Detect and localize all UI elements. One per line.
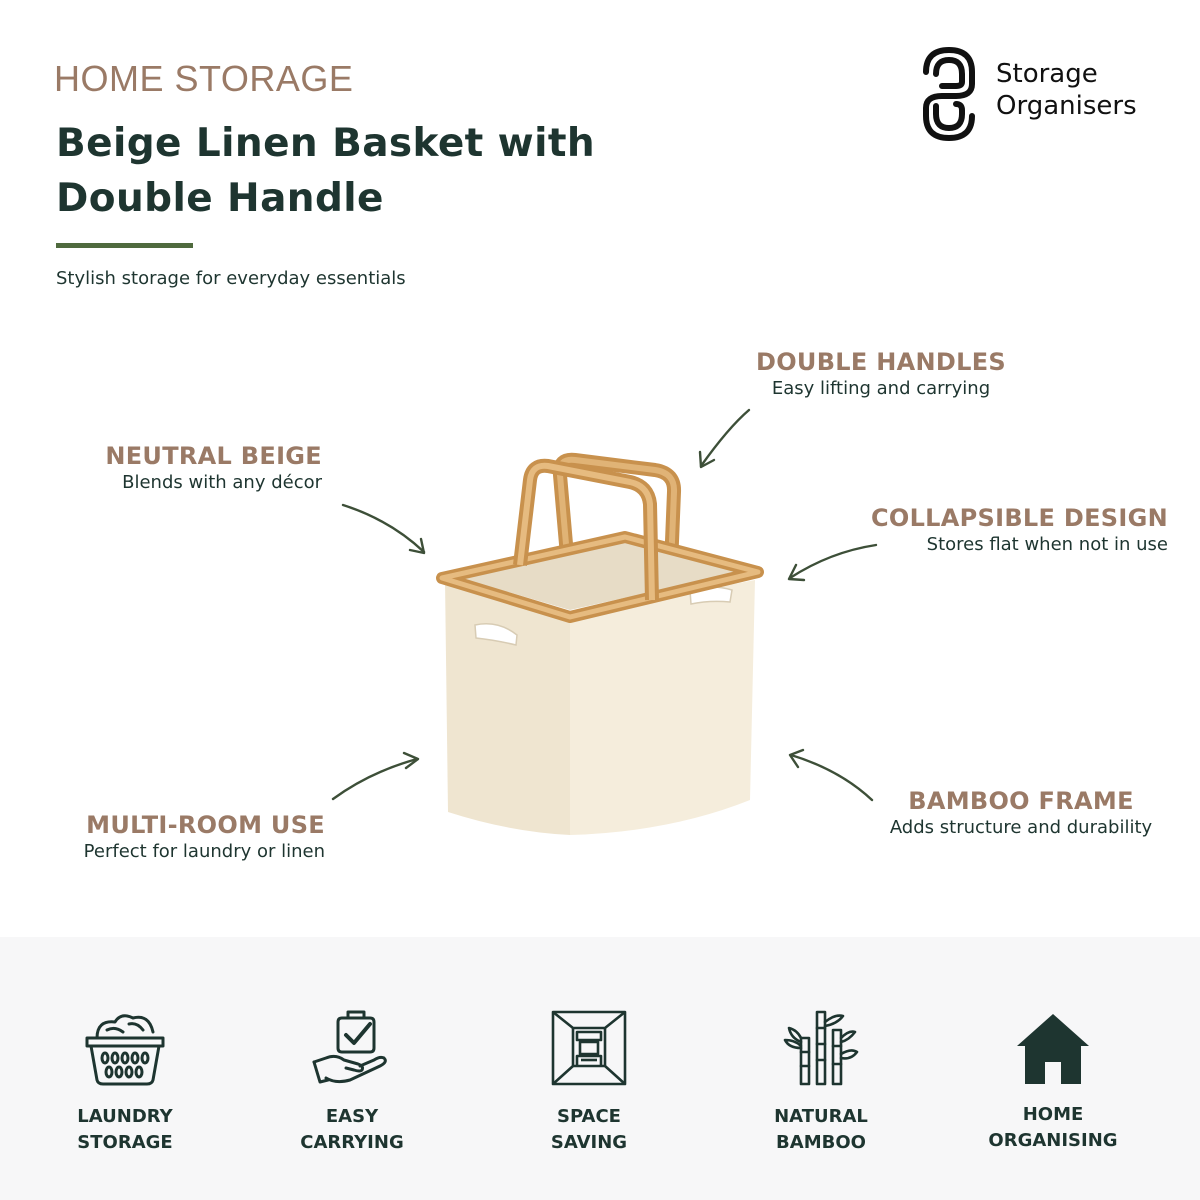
feature-title: DOUBLE HANDLES <box>756 348 1006 376</box>
benefit-label: HOME ORGANISING <box>988 1104 1118 1151</box>
benefit-label: NATURAL BAMBOO <box>774 1106 868 1153</box>
feature-description: Perfect for laundry or linen <box>83 841 325 862</box>
product-title: Beige Linen Basket with Double Handle <box>56 121 596 221</box>
benefit-space-saving: SPACE SAVING <box>499 1008 679 1156</box>
feature-double-handles: DOUBLE HANDLES Easy lifting and carrying <box>741 348 1021 399</box>
brand-logo-icon <box>923 46 975 142</box>
basket-product-image <box>436 452 764 835</box>
feature-title: NEUTRAL BEIGE <box>105 442 322 470</box>
feature-bamboo-frame: BAMBOO FRAME Adds structure and durabili… <box>871 787 1171 838</box>
feature-title: MULTI-ROOM USE <box>86 811 325 839</box>
arrow-bamboo-frame <box>788 748 874 802</box>
benefit-label: LAUNDRY STORAGE <box>77 1106 173 1153</box>
benefit-laundry-storage: LAUNDRY STORAGE <box>35 1008 215 1156</box>
benefit-home-organising: HOME ORGANISING <box>963 1008 1143 1154</box>
brand-name-line1: Storage <box>996 59 1098 89</box>
feature-neutral-beige: NEUTRAL BEIGE Blends with any décor <box>60 442 322 493</box>
feature-multi-room-use: MULTI-ROOM USE Perfect for laundry or li… <box>40 811 325 862</box>
product-subtitle: Stylish storage for everyday essentials <box>56 268 406 289</box>
benefits-band <box>0 937 1200 1200</box>
feature-description: Adds structure and durability <box>889 817 1153 838</box>
benefit-label: SPACE SAVING <box>550 1106 628 1153</box>
feature-title: BAMBOO FRAME <box>908 787 1134 815</box>
feature-description: Stores flat when not in use <box>926 534 1168 555</box>
laundry-basket-icon <box>85 1014 165 1086</box>
arrow-collapsible <box>787 543 878 582</box>
category-label: HOME STORAGE <box>54 58 354 99</box>
feature-title: COLLAPSIBLE DESIGN <box>870 504 1168 532</box>
benefit-easy-carrying: EASY CARRYING <box>262 1008 442 1156</box>
title-underline <box>56 243 193 248</box>
hand-carrying-icon <box>312 1010 387 1084</box>
brand-name: Storage Organisers <box>996 58 1137 122</box>
feature-collapsible-design: COLLAPSIBLE DESIGN Stores flat when not … <box>840 504 1168 555</box>
arrow-double-handles <box>698 408 751 469</box>
feature-description: Easy lifting and carrying <box>771 378 991 399</box>
brand-name-line2: Organisers <box>996 91 1137 121</box>
callout-arrows <box>331 408 878 802</box>
arrow-neutral-beige <box>341 503 426 555</box>
bamboo-icon <box>783 1010 859 1086</box>
room-space-icon <box>551 1010 627 1086</box>
house-icon <box>1017 1014 1089 1084</box>
feature-description: Blends with any décor <box>122 472 322 493</box>
brand-logo: Storage Organisers <box>916 44 1186 144</box>
benefit-natural-bamboo: NATURAL BAMBOO <box>731 1008 911 1156</box>
benefit-label: EASY CARRYING <box>300 1106 404 1153</box>
arrow-multi-room <box>331 751 420 801</box>
